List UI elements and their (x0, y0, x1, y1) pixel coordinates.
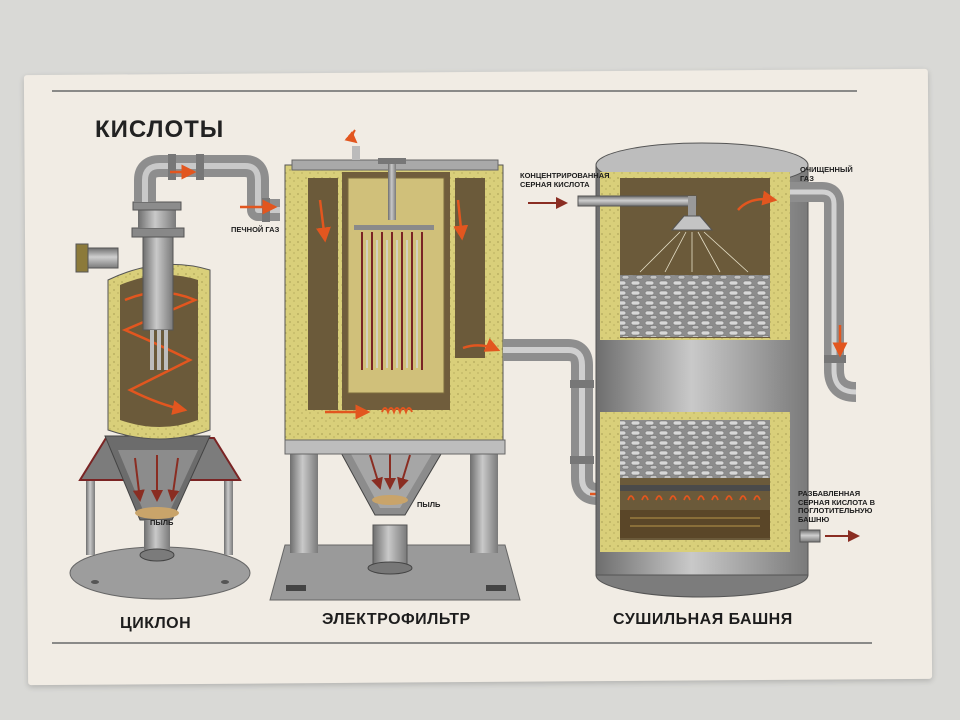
cyclone-caption: ЦИКЛОН (120, 615, 192, 632)
top-rule (52, 90, 857, 92)
drying-tower-unit (528, 142, 860, 598)
electrofilter-unit (269, 129, 615, 601)
clean-gas-label: ОЧИЩЕННЫЙ ГАЗ (800, 165, 853, 183)
furnace-gas-label: ПЕЧНОЙ ГАЗ (231, 225, 280, 234)
bottom-rule (52, 642, 872, 644)
upper-packing (620, 275, 770, 337)
diluted-acid-label: РАЗБАВЛЕННАЯ СЕРНАЯ КИСЛОТА В ПОГЛОТИТЕЛ… (798, 489, 876, 524)
electrofilter-dust-label: ПЫЛЬ (417, 500, 441, 509)
drying-tower-caption: СУШИЛЬНАЯ БАШНЯ (613, 611, 793, 628)
acid-inlet-label: КОНЦЕНТРИРОВАННАЯ СЕРНАЯ КИСЛОТА (520, 171, 610, 189)
acid-inlet-pipe (577, 195, 697, 207)
cyclone-inlet-pipe (87, 247, 119, 269)
electrofilter-caption: ЭЛЕКТРОФИЛЬТР (322, 611, 471, 628)
lower-packing (620, 420, 770, 478)
poster-title: КИСЛОТЫ (95, 116, 225, 143)
cyclone-unit (69, 154, 280, 600)
cyclone-dust (135, 507, 179, 519)
cyclone-dust-label: ПЫЛЬ (150, 518, 174, 527)
